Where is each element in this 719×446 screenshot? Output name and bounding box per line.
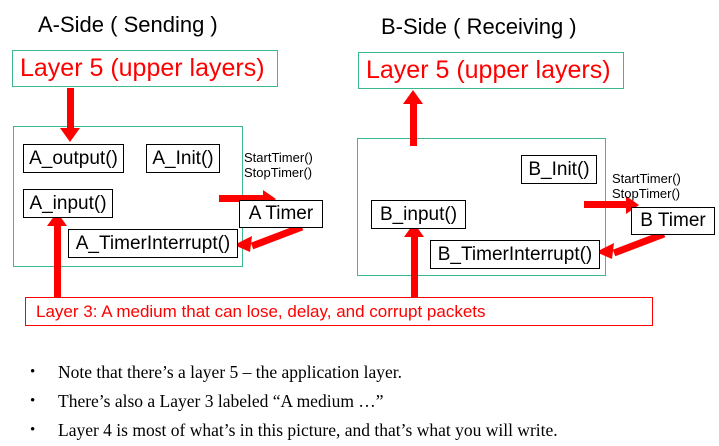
b-timer-to-interrupt-arrow	[596, 231, 666, 259]
b-init-box[interactable]: B_Init()	[521, 155, 597, 184]
bullet-marker: •	[30, 364, 36, 380]
bullet-marker: •	[30, 393, 36, 409]
b-side-layer5-box: Layer 5 (upper layers)	[358, 52, 624, 89]
a-init-box[interactable]: A_Init()	[146, 144, 220, 173]
a-output-box[interactable]: A_output()	[23, 144, 124, 173]
bullet-text: Layer 4 is most of what’s in this pictur…	[58, 420, 558, 440]
b-timerinterrupt-box[interactable]: B_TimerInterrupt()	[430, 240, 600, 269]
a-timer-calls-label: StartTimer() StopTimer()	[244, 150, 313, 180]
a-layer5-to-layer4-arrow	[60, 88, 82, 144]
a-side-layer5-box: Layer 5 (upper layers)	[12, 50, 278, 87]
a-stoptimer-label: StopTimer()	[244, 165, 313, 180]
b-layer4-to-layer5-arrow	[403, 90, 425, 146]
layer3-box: Layer 3: A medium that can lose, delay, …	[25, 297, 653, 326]
list-item: • Note that there’s a layer 5 – the appl…	[30, 358, 710, 387]
a-input-box[interactable]: A_input()	[23, 189, 113, 218]
list-item: • Layer 4 is most of what’s in this pict…	[30, 416, 710, 445]
a-timer-box[interactable]: A Timer	[239, 200, 323, 228]
a-layer3-to-input-arrow	[47, 212, 69, 304]
a-timer-to-interrupt-arrow	[234, 224, 304, 252]
bullet-text: Note that there’s a layer 5 – the applic…	[58, 362, 403, 382]
list-item: • There’s also a Layer 3 labeled “A medi…	[30, 387, 710, 416]
bullet-marker: •	[30, 422, 36, 438]
bullet-list: • Note that there’s a layer 5 – the appl…	[30, 358, 710, 445]
a-starttimer-label: StartTimer()	[244, 150, 313, 165]
b-input-box[interactable]: B_input()	[371, 200, 466, 229]
b-starttimer-label: StartTimer()	[612, 171, 681, 186]
b-layer3-to-input-arrow	[404, 223, 426, 305]
a-side-title: A-Side ( Sending )	[38, 12, 218, 37]
a-timerinterrupt-box[interactable]: A_TimerInterrupt()	[68, 229, 238, 258]
bullet-text: There’s also a Layer 3 labeled “A medium…	[58, 391, 384, 411]
b-timer-calls-label: StartTimer() StopTimer()	[612, 171, 681, 201]
b-stoptimer-label: StopTimer()	[612, 186, 681, 201]
b-side-title: B-Side ( Receiving )	[381, 14, 577, 39]
b-timer-box[interactable]: B Timer	[631, 207, 715, 235]
